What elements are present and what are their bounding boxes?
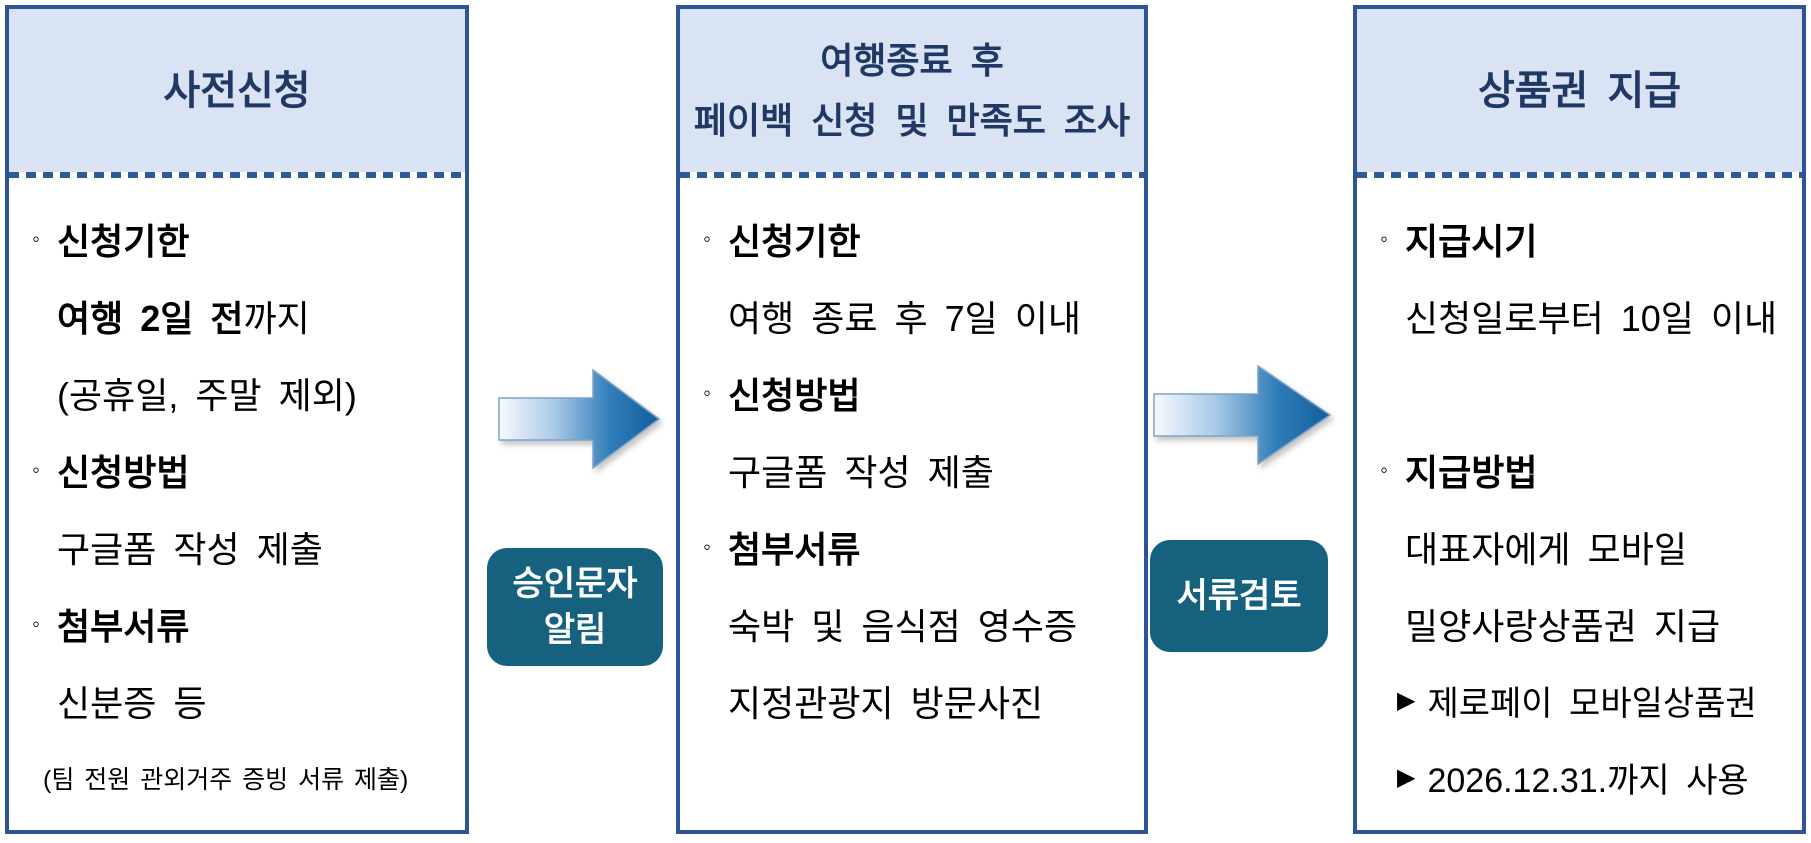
list-item: 신분증 등 bbox=[9, 662, 465, 739]
badge-label-line: 알림 bbox=[543, 611, 607, 649]
stage-body: ◦ 신청기한 여행 종료 후 7일 이내 ◦ 신청방법 구글폼 작성 제출 ◦ … bbox=[680, 178, 1144, 739]
stage-title-line: 상품권 지급 bbox=[1477, 68, 1682, 113]
list-item-text: (팀 전원 관외거주 증빙 서류 제출) bbox=[43, 765, 409, 794]
list-item-sub: ▶ 2026.12.31.까지 사용 bbox=[1357, 739, 1802, 816]
stage-header-gift-certificate: 상품권 지급 bbox=[1357, 9, 1802, 172]
list-item-sub: ▶ 제로페이 모바일상품권 bbox=[1357, 662, 1802, 739]
stage-title: 상품권 지급 bbox=[1478, 65, 1681, 117]
list-item-note: (팀 전원 관외거주 증빙 서류 제출) bbox=[9, 739, 465, 816]
list-item-label: 신청방법 bbox=[728, 374, 861, 416]
empty-line bbox=[1357, 354, 1802, 431]
connector-badge-approval-sms: 승인문자 알림 bbox=[487, 548, 663, 666]
list-item: 여행 종료 후 7일 이내 bbox=[680, 277, 1144, 354]
list-item-text: 제로페이 모바일상품권 bbox=[1427, 685, 1757, 723]
list-item-text: 여행 종료 후 7일 이내 bbox=[728, 297, 1081, 339]
list-item-text: 신청일로부터 10일 이내 bbox=[1405, 297, 1778, 339]
list-item: 밀양사랑상품권 지급 bbox=[1357, 585, 1802, 662]
list-item-text: 구글폼 작성 제출 bbox=[57, 528, 323, 570]
list-item-bold-text: 여행 2일 전 bbox=[57, 297, 244, 339]
list-item-label: 신청방법 bbox=[57, 451, 190, 493]
circle-bullet-icon: ◦ bbox=[32, 610, 40, 636]
connector-badge-document-review: 서류검토 bbox=[1150, 540, 1328, 652]
list-item-heading: ◦ 첨부서류 bbox=[680, 508, 1144, 585]
stage-title-line: 페이백 신청 및 만족도 조사 bbox=[693, 99, 1131, 141]
list-item-label: 지급방법 bbox=[1405, 451, 1538, 493]
stage-title-line: 여행종료 후 bbox=[820, 39, 1004, 81]
list-item-text: 신분증 등 bbox=[57, 682, 207, 724]
dotted-separator bbox=[9, 172, 465, 178]
circle-bullet-icon: ◦ bbox=[1380, 456, 1388, 482]
list-item-heading: ◦ 신청방법 bbox=[680, 354, 1144, 431]
stage-title: 사전신청 bbox=[163, 65, 310, 117]
list-item-label: 신청기한 bbox=[728, 220, 861, 262]
list-item-label: 첨부서류 bbox=[728, 528, 861, 570]
list-item: 지정관광지 방문사진 bbox=[680, 662, 1144, 739]
badge-label-line: 승인문자 bbox=[512, 565, 638, 603]
list-item-label: 첨부서류 bbox=[57, 605, 190, 647]
circle-bullet-icon: ◦ bbox=[703, 533, 711, 559]
circle-bullet-icon: ◦ bbox=[32, 456, 40, 482]
flow-arrow-right-icon bbox=[1153, 364, 1332, 466]
list-item-text: 밀양사랑상품권 지급 bbox=[1405, 605, 1721, 647]
circle-bullet-icon: ◦ bbox=[703, 379, 711, 405]
list-item: 구글폼 작성 제출 bbox=[9, 508, 465, 585]
stage-header-payback-application: 여행종료 후 페이백 신청 및 만족도 조사 bbox=[680, 9, 1144, 172]
stage-body: ◦ 지급시기 신청일로부터 10일 이내 ◦ 지급방법 대표자에게 모바일 밀양… bbox=[1357, 178, 1802, 816]
flow-arrow-right-icon bbox=[498, 368, 661, 470]
stage-title-line: 사전신청 bbox=[163, 68, 311, 113]
badge-label-line: 서류검토 bbox=[1176, 577, 1302, 615]
list-item-text: 숙박 및 음식점 영수증 bbox=[728, 605, 1078, 647]
circle-bullet-icon: ◦ bbox=[1380, 225, 1388, 251]
stage-box-gift-certificate: 상품권 지급 ◦ 지급시기 신청일로부터 10일 이내 ◦ 지급방법 대표자에게… bbox=[1353, 5, 1806, 834]
list-item-text: 지정관광지 방문사진 bbox=[728, 682, 1044, 724]
list-item: 구글폼 작성 제출 bbox=[680, 431, 1144, 508]
circle-bullet-icon: ◦ bbox=[32, 225, 40, 251]
dotted-separator bbox=[680, 172, 1144, 178]
list-item-text: 대표자에게 모바일 bbox=[1405, 528, 1687, 570]
list-item-heading: ◦ 신청기한 bbox=[9, 200, 465, 277]
list-item-text: 까지 bbox=[243, 297, 310, 339]
list-item: 신청일로부터 10일 이내 bbox=[1357, 277, 1802, 354]
list-item-heading: ◦ 지급시기 bbox=[1357, 200, 1802, 277]
list-item: 대표자에게 모바일 bbox=[1357, 508, 1802, 585]
triangle-bullet-icon: ▶ bbox=[1397, 764, 1416, 791]
circle-bullet-icon: ◦ bbox=[703, 225, 711, 251]
stage-title: 여행종료 후 페이백 신청 및 만족도 조사 bbox=[694, 31, 1130, 151]
list-item-heading: ◦ 첨부서류 bbox=[9, 585, 465, 662]
list-item: (공휴일, 주말 제외) bbox=[9, 354, 465, 431]
list-item-text: 구글폼 작성 제출 bbox=[728, 451, 994, 493]
list-item-heading: ◦ 지급방법 bbox=[1357, 431, 1802, 508]
triangle-bullet-icon: ▶ bbox=[1397, 687, 1416, 714]
list-item-label: 지급시기 bbox=[1405, 220, 1538, 262]
list-item-heading: ◦ 신청방법 bbox=[9, 431, 465, 508]
dotted-separator bbox=[1357, 172, 1802, 178]
list-item-heading: ◦ 신청기한 bbox=[680, 200, 1144, 277]
list-item-text: 2026.12.31.까지 사용 bbox=[1427, 762, 1749, 800]
list-item-text: (공휴일, 주말 제외) bbox=[57, 374, 357, 416]
list-item: 숙박 및 음식점 영수증 bbox=[680, 585, 1144, 662]
list-item-label: 신청기한 bbox=[57, 220, 190, 262]
stage-header-pre-application: 사전신청 bbox=[9, 9, 465, 172]
stage-box-payback-application: 여행종료 후 페이백 신청 및 만족도 조사 ◦ 신청기한 여행 종료 후 7일… bbox=[676, 5, 1148, 834]
